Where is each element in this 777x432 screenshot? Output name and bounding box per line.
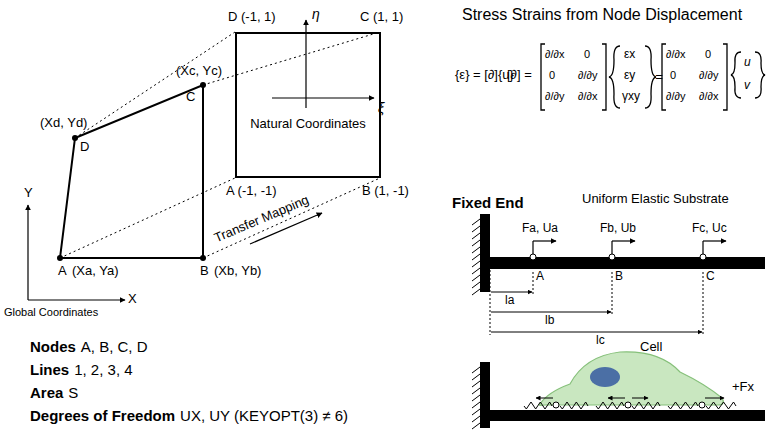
label: A xyxy=(58,264,67,279)
label: Area xyxy=(30,384,63,401)
label: ∂/∂x xyxy=(666,48,685,61)
label: {ε} = [∂]{u} xyxy=(455,68,514,83)
label: η xyxy=(312,6,320,22)
label: 0 xyxy=(705,48,711,61)
traction-arrows xyxy=(536,398,724,399)
label: [∂] = xyxy=(507,68,532,83)
label: UX, UY (KEYOPT(3) ≠ 6) xyxy=(180,407,348,424)
label: ∂/∂x xyxy=(545,48,564,61)
label: lb xyxy=(545,314,554,328)
label: Cell xyxy=(640,340,662,355)
label: 1, 2, 3, 4 xyxy=(74,361,132,378)
element-title: Natural Coordinates xyxy=(237,116,379,131)
label: ∂/∂x xyxy=(578,90,597,103)
label: γxy xyxy=(622,90,640,104)
element-nodes xyxy=(57,82,206,261)
cell-body xyxy=(539,352,723,406)
label: 0 xyxy=(549,69,555,82)
mapping-lines xyxy=(60,32,380,258)
label: (Xb, Yb) xyxy=(214,264,261,279)
dimension-lines xyxy=(491,292,702,332)
label: ∂/∂y xyxy=(578,69,597,82)
label: ξ xyxy=(378,100,384,116)
label: Fa, Ua xyxy=(522,222,558,236)
xi-axis xyxy=(272,97,374,98)
label: A xyxy=(536,270,544,284)
label: (Xc, Yc) xyxy=(176,64,222,79)
label: Transfer Mapping xyxy=(212,192,311,245)
label: ∂/∂y xyxy=(699,69,718,82)
label: C xyxy=(706,270,715,284)
label: +Fx xyxy=(732,380,754,395)
global-element xyxy=(60,85,203,258)
label: S xyxy=(68,384,78,401)
label: Lines xyxy=(30,361,69,378)
natural-element: Natural Coordinates xyxy=(235,32,381,178)
label: Y xyxy=(24,186,33,201)
label: A (-1, -1) xyxy=(226,184,277,199)
y-axis xyxy=(27,205,28,300)
label: Fc, Uc xyxy=(692,222,727,236)
fixed-wall xyxy=(480,214,490,292)
label: u xyxy=(744,56,751,70)
label: D (-1, 1) xyxy=(228,10,276,25)
dimension-extensions xyxy=(490,270,703,336)
label: lc xyxy=(596,334,605,348)
label: B xyxy=(615,270,623,284)
label: C xyxy=(186,90,195,105)
force-arrows xyxy=(533,241,726,254)
wall-hatching xyxy=(472,219,480,295)
label: εy xyxy=(624,69,635,83)
label: Nodes xyxy=(30,338,76,355)
label: D xyxy=(80,140,89,155)
label: 0 xyxy=(670,69,676,82)
label: Stress Strains from Node Displacement xyxy=(462,6,742,24)
label: C (1, 1) xyxy=(360,10,403,25)
label: Fixed End xyxy=(452,194,524,211)
label: Fb, Ub xyxy=(600,222,636,236)
label: B (1, -1) xyxy=(362,184,409,199)
label: 0 xyxy=(584,48,590,61)
label: Degrees of Freedom xyxy=(30,407,175,424)
label: = xyxy=(655,70,663,85)
matrix-brackets xyxy=(541,44,765,110)
label: X xyxy=(128,292,137,307)
label: ∂/∂y xyxy=(545,90,564,103)
label: (Xa, Ya) xyxy=(72,264,118,279)
label: Uniform Elastic Substrate xyxy=(582,192,729,207)
beam xyxy=(490,410,765,421)
label: ∂/∂x xyxy=(699,90,718,103)
wall-hatching xyxy=(472,367,480,429)
adhesion-points xyxy=(553,402,705,408)
label: B xyxy=(200,264,209,279)
label: εx xyxy=(624,48,635,62)
label: ∂/∂y xyxy=(666,90,685,103)
x-axis xyxy=(28,299,125,300)
springs xyxy=(524,402,736,409)
label: v xyxy=(744,79,750,93)
label: la xyxy=(505,294,514,308)
label: A, B, C, D xyxy=(81,338,148,355)
label: Global Coordinates xyxy=(4,306,98,319)
fixed-wall xyxy=(480,362,490,428)
label: (Xd, Yd) xyxy=(40,116,87,131)
nucleus xyxy=(590,367,620,387)
beam-nodes xyxy=(530,254,706,260)
